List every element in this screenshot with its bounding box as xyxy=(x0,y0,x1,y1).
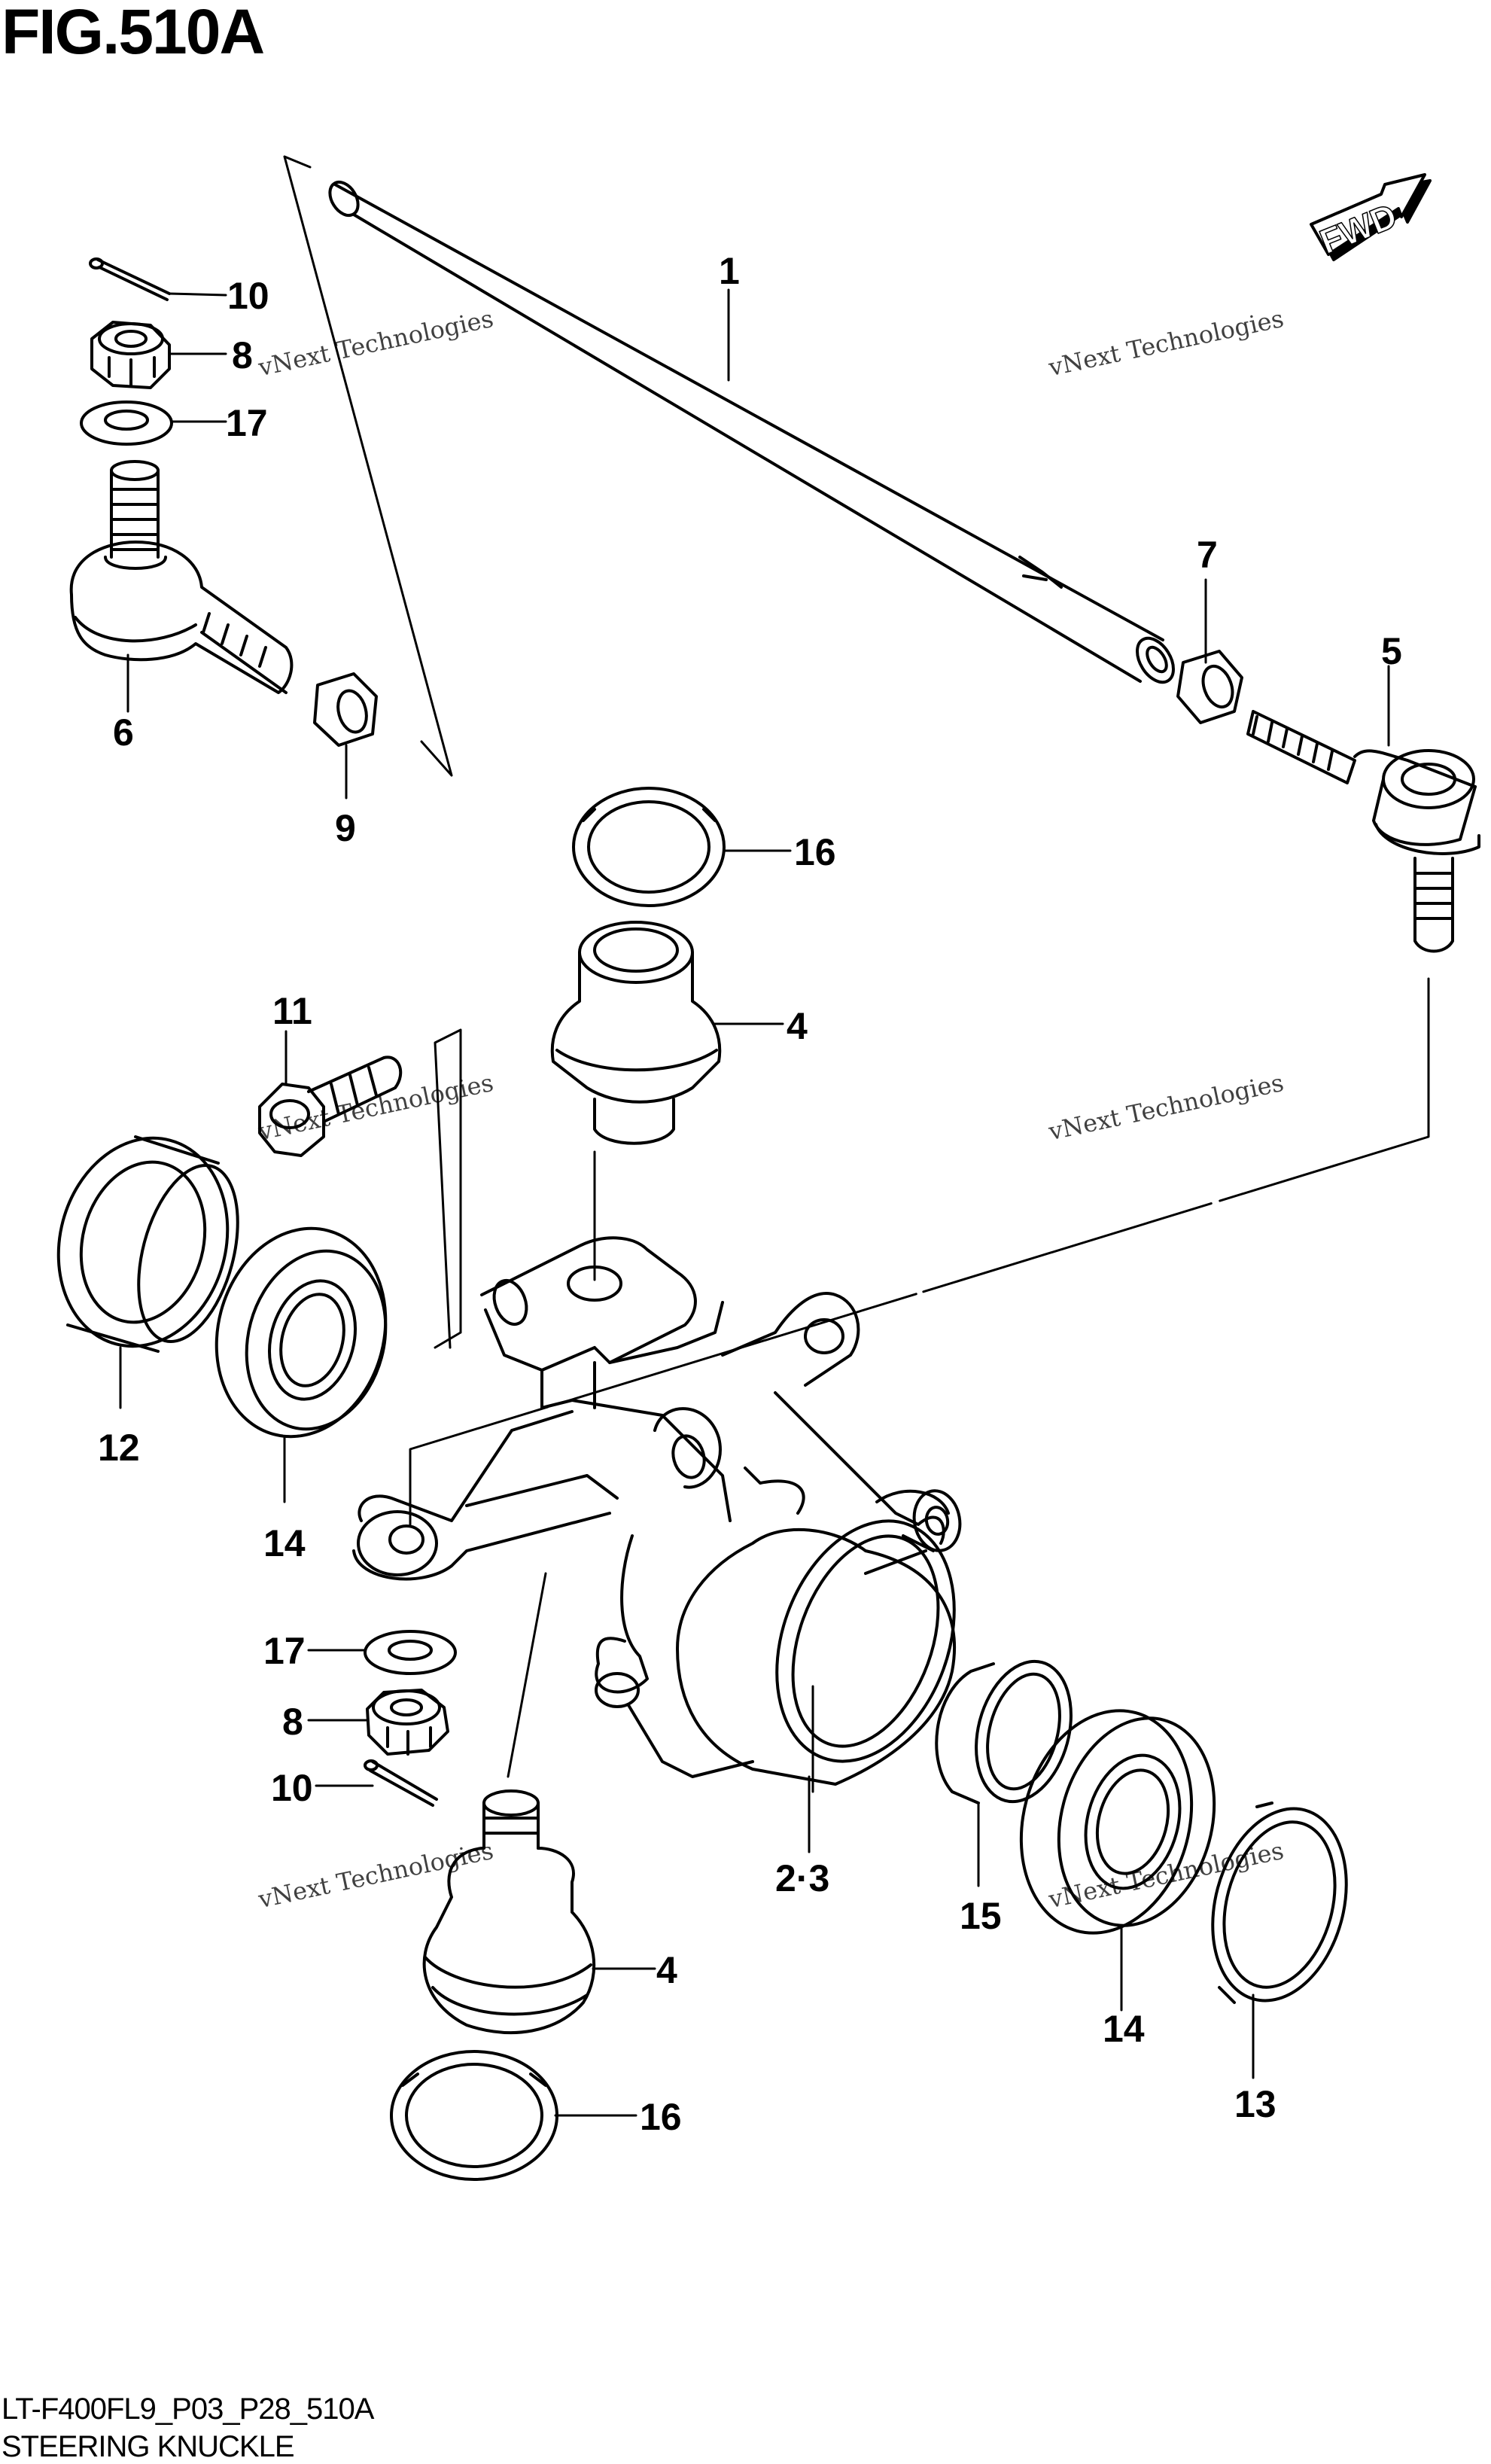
figure-title: FIG.510A xyxy=(2,0,265,67)
fwd-arrow-icon: FWD xyxy=(1310,173,1432,262)
callout-13: 13 xyxy=(1234,2083,1276,2125)
callout-4-top: 4 xyxy=(787,1005,808,1047)
ball-joint-top-part xyxy=(550,921,722,1145)
snap-ring-bottom-part xyxy=(390,2050,558,2181)
spacer-part xyxy=(935,1659,1073,1805)
cotter-pin-top-part xyxy=(89,257,171,301)
callout-4-bottom: 4 xyxy=(656,1949,677,1991)
tie-rod-nut-part xyxy=(1176,650,1243,724)
oil-seal-right-part xyxy=(1211,1802,1348,2004)
callout-2-3: 2·3 xyxy=(775,1857,830,1899)
callout-9: 9 xyxy=(335,807,356,849)
castle-nut-top-part xyxy=(90,321,171,389)
callout-17-top: 17 xyxy=(226,402,268,444)
ball-joint-bottom-part xyxy=(422,1789,596,2034)
washer-bottom-part xyxy=(364,1630,457,1675)
tie-rod-part xyxy=(328,180,1175,684)
bearing-left-part xyxy=(215,1226,388,1439)
figure-caption: STEERING KNUCKLE xyxy=(2,2430,295,2463)
callout-12: 12 xyxy=(98,1427,140,1469)
tie-rod-end-right-part xyxy=(1246,710,1480,953)
cotter-pin-bottom-part xyxy=(364,1759,438,1807)
callout-5: 5 xyxy=(1381,630,1402,672)
callout-6: 6 xyxy=(113,711,134,754)
oil-seal-left-part xyxy=(56,1135,239,1353)
assembly-guide-lines xyxy=(283,155,1430,1793)
nut-part xyxy=(313,672,378,747)
callout-17-bottom: 17 xyxy=(263,1630,306,1672)
callout-14-right: 14 xyxy=(1103,2008,1145,2050)
washer-top-part xyxy=(80,401,173,446)
callout-8-bottom: 8 xyxy=(282,1701,303,1743)
callout-10-top: 10 xyxy=(227,275,269,317)
callout-1: 1 xyxy=(719,250,740,292)
figure-code: LT-F400FL9_P03_P28_510A xyxy=(2,2392,374,2426)
bearing-right-part xyxy=(1019,1709,1216,1935)
tie-rod-end-left-part xyxy=(69,460,294,694)
callout-16-bottom: 16 xyxy=(640,2096,682,2138)
steering-knuckle-part xyxy=(352,1236,962,1786)
snap-ring-top-part xyxy=(572,787,726,907)
callout-16-top: 16 xyxy=(794,831,836,873)
castle-nut-bottom-part xyxy=(366,1689,449,1756)
callout-14-left: 14 xyxy=(263,1522,306,1564)
callout-8-top: 8 xyxy=(232,334,253,376)
callout-7: 7 xyxy=(1197,534,1218,576)
callout-15: 15 xyxy=(960,1895,1002,1937)
callout-10-bottom: 10 xyxy=(271,1767,313,1809)
callout-leader-lines xyxy=(119,288,1390,2117)
callout-11: 11 xyxy=(272,990,312,1032)
bolt-part xyxy=(258,1055,403,1157)
